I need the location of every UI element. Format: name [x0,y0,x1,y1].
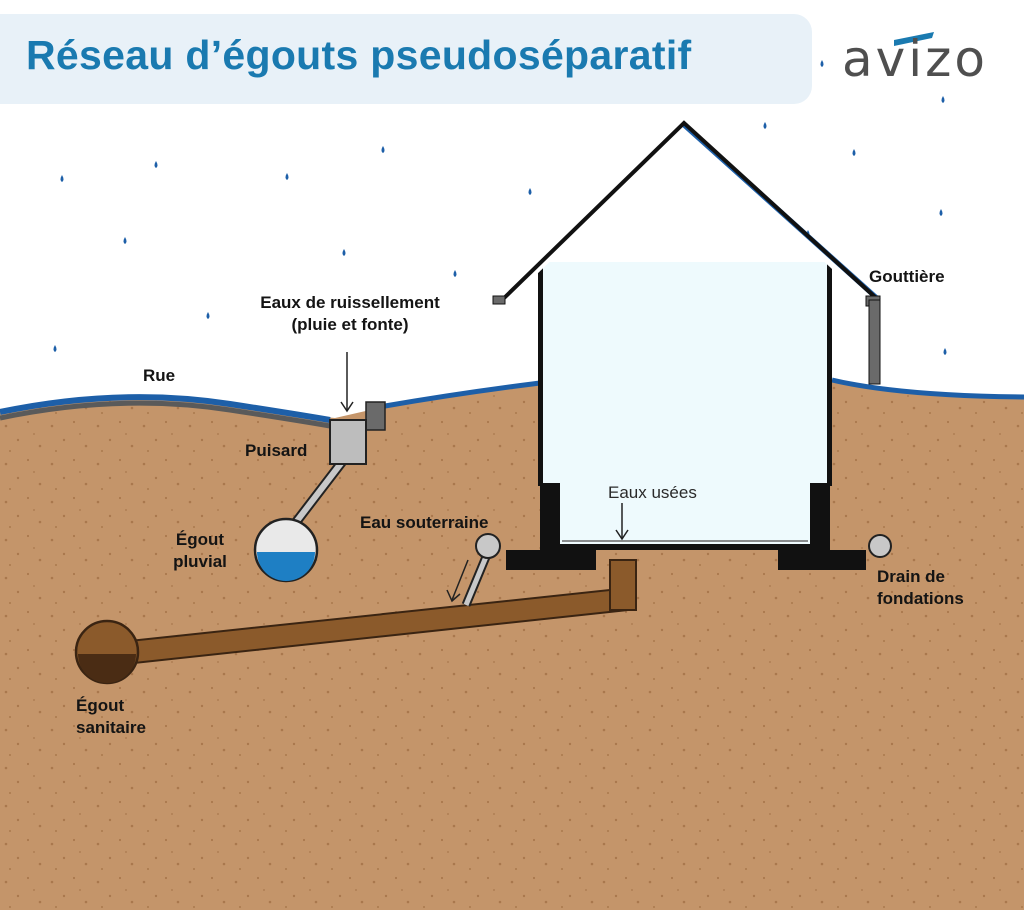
ground-surface-house-right [831,377,1024,400]
label-sanitary-sewer-line1: Égout [76,696,125,715]
roof-line [498,120,878,304]
left-eave [492,295,506,305]
storm-sewer [253,517,319,583]
label-sanitary-sewer-line2: sanitaire [76,718,146,737]
label-storm-sewer-line1: Égout [175,530,225,549]
rain-drop-icon [763,122,767,129]
groundwater-drain [475,533,501,559]
ground-surface-right [384,380,541,409]
title-banner [0,14,812,104]
basement-floor [560,544,810,550]
rain-drop-icon [342,249,346,256]
rain-drop-icon [60,175,64,182]
label-street: Rue [143,366,176,385]
sanitary-fill [78,654,136,683]
curb [365,401,386,431]
left-footing [506,550,596,570]
label-runoff-line2: (pluie et fonte) [291,315,409,334]
house [492,120,881,570]
left-wall [538,262,543,486]
rain-drop-icon [852,149,856,156]
rain-drop-icon [53,345,57,352]
label-gutter: Gouttière [869,267,945,286]
catch-basin [329,419,367,465]
wastewater-arrow-icon [615,503,629,541]
right-foundation-wall [810,483,830,553]
label-runoff: Eaux de ruissellement (pluie et fonte) [220,292,480,336]
rain-drop-icon [381,146,385,153]
label-catch-basin: Puisard [245,441,308,460]
rain-drop-icon [528,188,532,195]
rain-drop-icon [154,161,158,168]
label-storm-sewer-line2: pluvial [173,552,227,571]
storm-water [257,552,315,581]
rain-drop-icon [820,60,824,67]
logo-accent-icon [894,32,934,46]
label-groundwater: Eau souterraine [360,513,489,532]
foundation-drain [868,534,892,558]
label-runoff-line1: Eaux de ruissellement [260,293,440,312]
label-wastewater: Eaux usées [608,483,697,502]
page-title: Réseau d’égouts pseudoséparatif [26,32,692,78]
label-foundation-drain: Drain de fondations [877,566,964,610]
groundwater-arrow-icon [446,559,469,603]
label-foundation-drain-line2: fondations [877,589,964,608]
rain-drop-icon [939,209,943,216]
logo-text: avizo [842,30,988,88]
label-foundation-drain-line1: Drain de [877,567,946,586]
right-footing [778,550,866,570]
rain-drop-icon [123,237,127,244]
label-sanitary-sewer: Égout sanitaire [76,695,146,739]
street-surface [0,394,331,423]
downspout [868,299,881,385]
runoff-arrow-icon [340,352,354,413]
street-edge [0,400,331,429]
right-wall [827,262,832,486]
sanitary-sewer [74,619,140,685]
label-storm-sewer: Égout pluvial [160,529,240,573]
house-interior [542,262,830,548]
rain-drop-icon [943,348,947,355]
rain-drop-icon [285,173,289,180]
left-foundation-wall [540,483,560,553]
rain-drop-icon [453,270,457,277]
rain-drop-icon [206,312,210,319]
rain-drop-icon [941,96,945,103]
